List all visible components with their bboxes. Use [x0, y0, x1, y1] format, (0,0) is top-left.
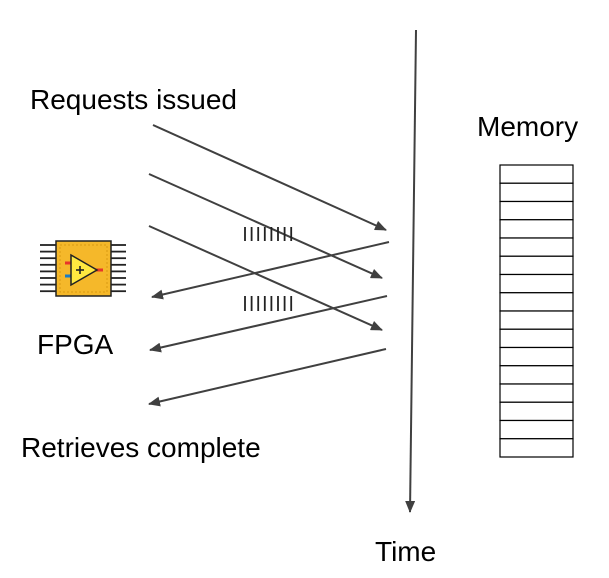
- requests-issued-label: Requests issued: [30, 84, 238, 115]
- response-arrow: [149, 295, 388, 353]
- memory-cell: [499, 328, 574, 349]
- memory-cell: [499, 292, 574, 312]
- memory-cell: [499, 401, 574, 422]
- request-arrow: [148, 225, 383, 331]
- fpga-chip-icon: [40, 227, 293, 311]
- fpga-label: FPGA: [37, 329, 114, 360]
- time-axis: [405, 29, 417, 513]
- memory-cell: [499, 346, 574, 367]
- memory-cell: [499, 419, 574, 440]
- memory-block: [499, 164, 574, 458]
- memory-cell: [499, 310, 574, 330]
- response-arrow: [151, 241, 390, 300]
- time-label: Time: [375, 536, 437, 567]
- request-arrows: [148, 124, 387, 331]
- memory-cell: [499, 255, 574, 276]
- chip-pins: [40, 227, 293, 311]
- memory-cell: [499, 273, 574, 294]
- memory-cell: [499, 219, 574, 239]
- request-arrow: [148, 173, 383, 279]
- request-arrow: [152, 124, 387, 231]
- response-arrows: [148, 241, 390, 407]
- memory-cell: [499, 200, 574, 221]
- memory-cell: [499, 237, 574, 257]
- memory-cell: [499, 164, 574, 184]
- memory-label: Memory: [477, 111, 579, 142]
- memory-cell: [499, 438, 574, 458]
- memory-cell: [499, 383, 574, 403]
- memory-cell: [499, 182, 574, 203]
- retrieves-complete-label: Retrieves complete: [21, 432, 261, 463]
- response-arrow: [148, 348, 387, 407]
- amplifier-icon: [65, 253, 103, 287]
- memory-cell: [499, 365, 574, 385]
